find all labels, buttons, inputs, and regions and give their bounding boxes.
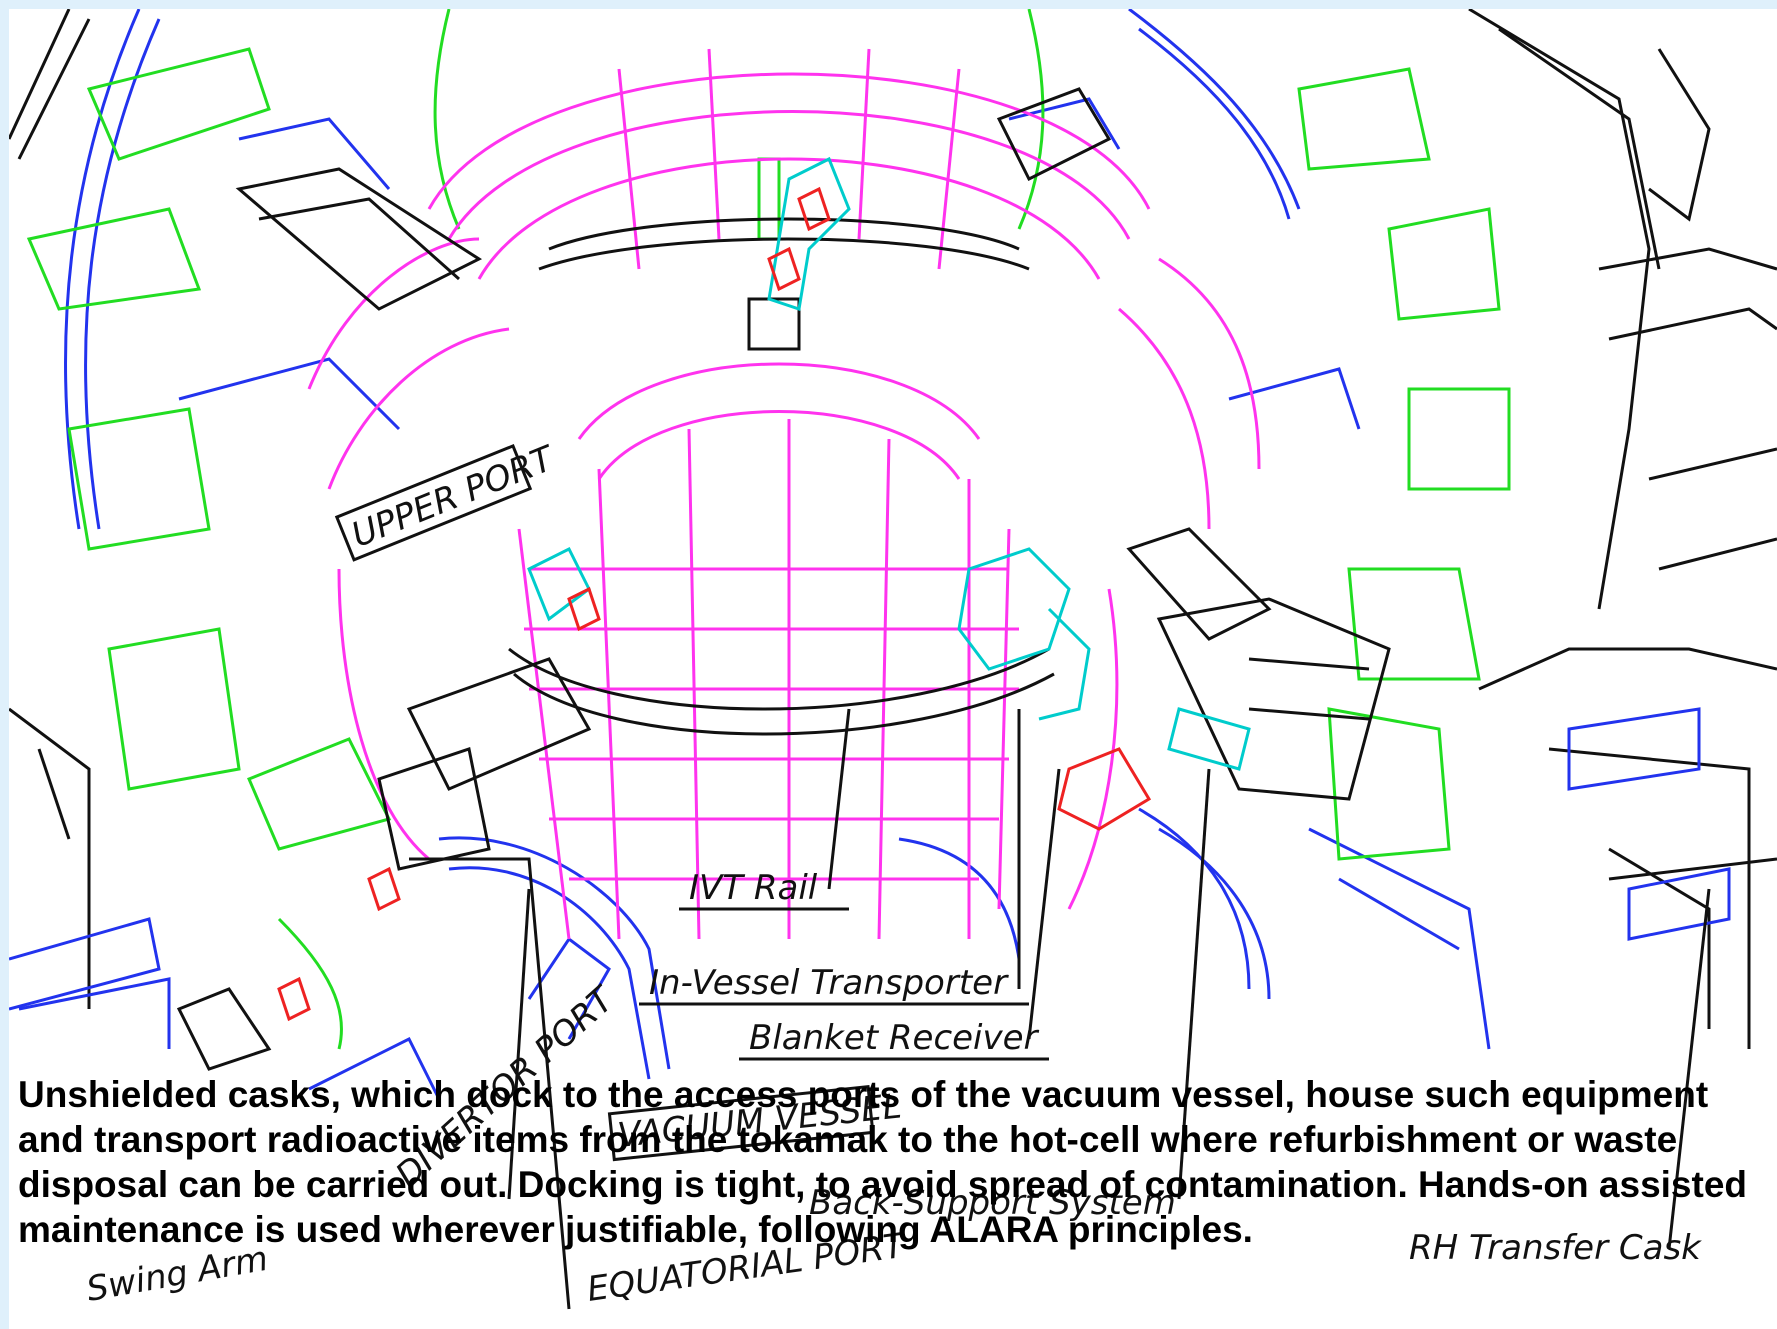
caption-text: Unshielded casks, which dock to the acce…: [18, 1074, 1748, 1250]
upper-port-tag: UPPER PORT: [334, 438, 561, 562]
ivt-rail-label: IVT Rail: [689, 868, 818, 908]
building-walls: [9, 9, 1777, 1049]
rh-transfer-cask-leader: [1667, 888, 1711, 1250]
rh-transfer-cask-label: RH Transfer Cask: [1409, 1228, 1702, 1268]
in-vessel-transporter-arm: [527, 156, 1251, 771]
support-structure: [9, 9, 1731, 1100]
grippers: [277, 186, 1152, 1022]
tokamak-maintenance-drawing: UPPER PORT DIVERTOR PORT VACUUM VESSEL E…: [9, 9, 1777, 1329]
back-support-system-label: Back-Support System: [809, 1183, 1176, 1223]
remote-handling-equipment: [176, 87, 1777, 1071]
vacuum-vessel-sectors: [307, 48, 1261, 940]
in-vessel-transporter-label: In-Vessel Transporter: [649, 963, 1009, 1003]
leader-lines: [409, 708, 1711, 1310]
equatorial-port-leader: [507, 888, 531, 1200]
ivt-rail-leader: [827, 708, 851, 890]
back-support-leader: [1177, 768, 1211, 1200]
blanket-receiver-leader: [1027, 768, 1061, 1040]
blanket-receiver-label: Blanket Receiver: [749, 1018, 1040, 1058]
ivt-rail-track: [508, 647, 1050, 711]
tf-coils: [26, 9, 1511, 1050]
vacuum-vessel-leader: [409, 857, 571, 1310]
upper-port-label: UPPER PORT: [346, 438, 561, 556]
cad-illustration: UPPER PORT DIVERTOR PORT VACUUM VESSEL E…: [9, 9, 1777, 1310]
